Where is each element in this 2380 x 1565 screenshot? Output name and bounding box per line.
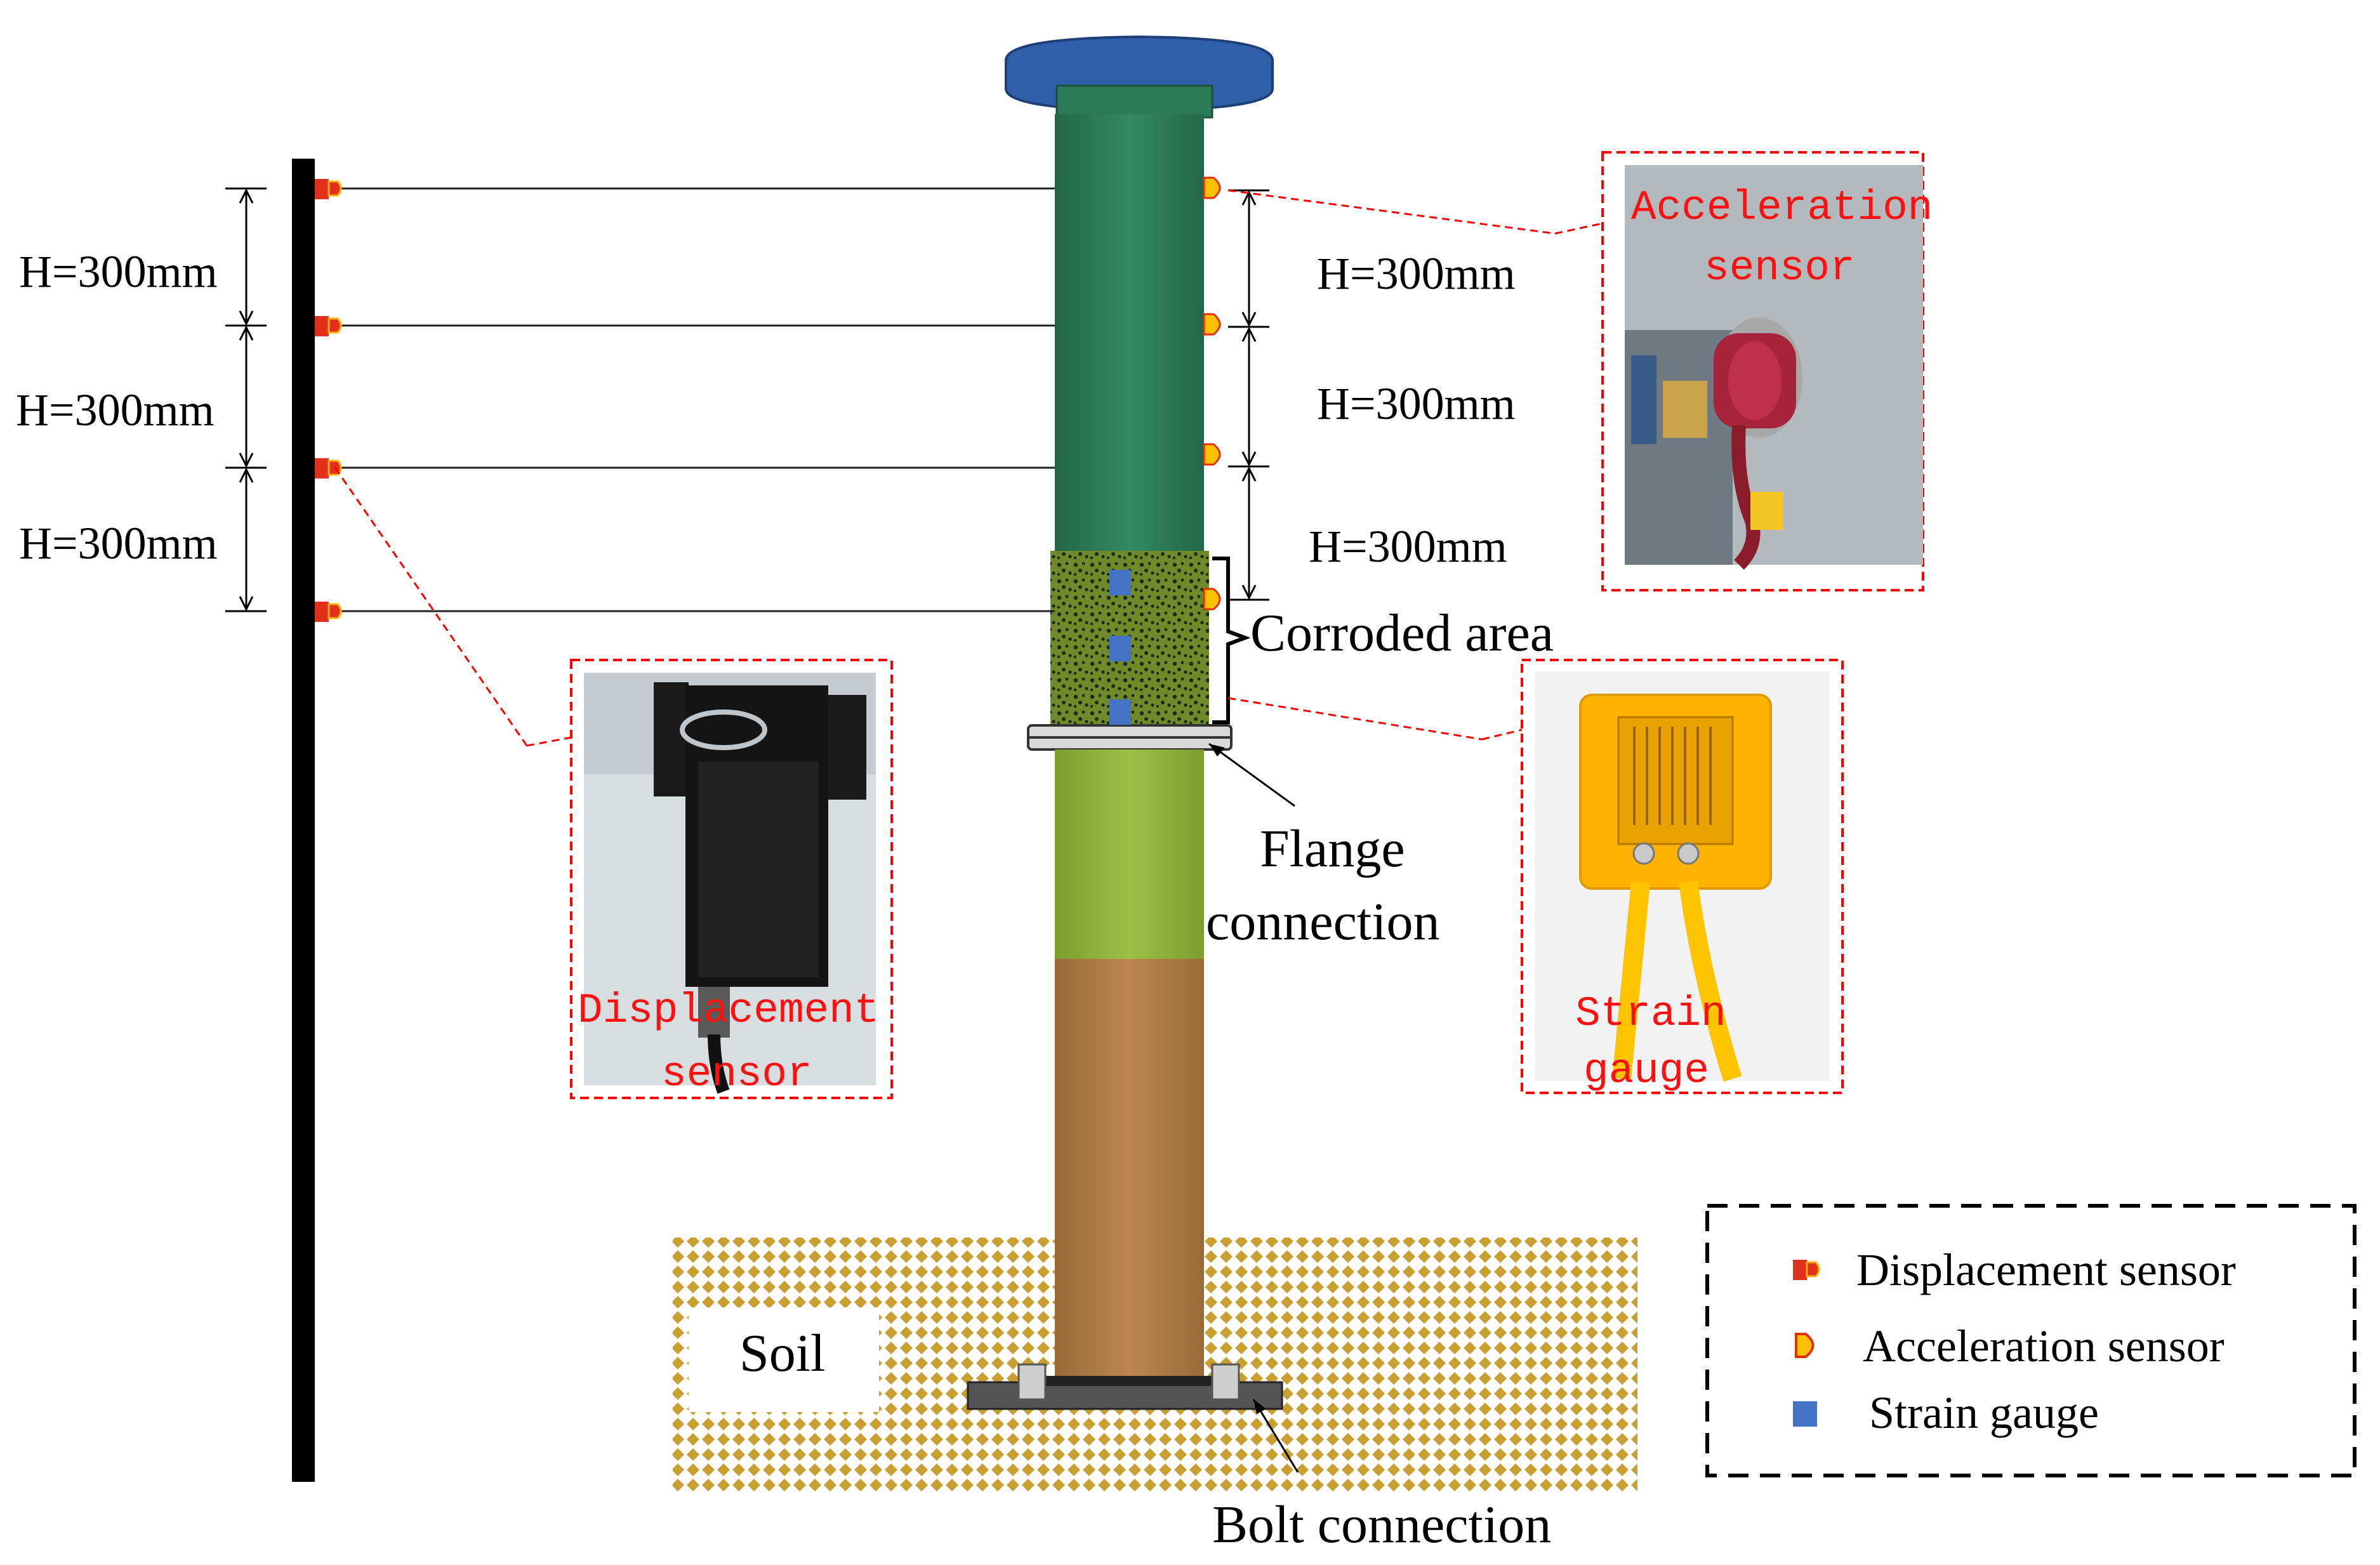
reference-frame-bar bbox=[292, 159, 315, 1482]
lower-column-section bbox=[1055, 959, 1204, 1384]
strain-gauge-icon bbox=[1793, 1401, 1817, 1427]
strain-gauge-photo bbox=[1535, 671, 1830, 1082]
displacement-sensor-icon bbox=[315, 316, 342, 336]
right-dimension-label: H=300mm bbox=[1317, 248, 1516, 299]
displacement-sensor-icon bbox=[315, 458, 342, 479]
strain-gauges bbox=[1109, 570, 1131, 725]
displacement-sensors bbox=[315, 179, 1055, 622]
legend-frame bbox=[1705, 1204, 2357, 1477]
displacement-callout-label: sensor bbox=[661, 1050, 812, 1098]
displacement-callout-frame bbox=[570, 659, 893, 1099]
displacement-sensor-photo bbox=[584, 673, 876, 1094]
right-dimensions bbox=[1228, 189, 1269, 601]
acceleration-sensor-icon bbox=[1203, 176, 1221, 199]
acceleration-sensor-photo bbox=[1625, 165, 1923, 570]
strain-gauge-icon bbox=[1109, 699, 1131, 725]
middle-column-section bbox=[1055, 749, 1204, 959]
left-dimension-label: H=300mm bbox=[19, 246, 218, 297]
acceleration-sensors bbox=[1203, 176, 1221, 611]
strain-callout-label: gauge bbox=[1583, 1047, 1709, 1095]
legend-label: Strain gauge bbox=[1869, 1387, 2099, 1438]
strain-callout-leader bbox=[1227, 697, 1483, 741]
acceleration-callout-label: sensor bbox=[1704, 244, 1855, 292]
acceleration-callout-label: Acceleration bbox=[1631, 184, 1933, 232]
left-dimension-label: H=300mm bbox=[19, 518, 218, 569]
corroded-area-label: Corroded area bbox=[1250, 604, 1554, 663]
bolt-label: Bolt connection bbox=[1212, 1495, 1551, 1554]
soil-label: Soil bbox=[739, 1324, 825, 1383]
displacement-sensor-icon bbox=[1793, 1260, 1820, 1280]
corroded-area-brace bbox=[1212, 557, 1251, 724]
base-plate-top bbox=[1028, 1376, 1231, 1386]
left-dimension-label: H=300mm bbox=[16, 385, 215, 435]
strain-callout-label: Strain bbox=[1575, 990, 1726, 1038]
left-dimensions bbox=[225, 187, 267, 612]
strain-gauge-icon bbox=[1109, 636, 1131, 661]
flange-leader bbox=[1208, 743, 1295, 807]
legend-label: Displacement sensor bbox=[1856, 1245, 2236, 1295]
bolt-right bbox=[1211, 1363, 1240, 1401]
displacement-callout-label: Displacement bbox=[578, 987, 879, 1034]
right-dimension-label: H=300mm bbox=[1309, 521, 1507, 572]
displacement-sensor-icon bbox=[315, 602, 342, 622]
top-collar bbox=[1055, 84, 1213, 119]
acceleration-sensor-icon bbox=[1203, 588, 1221, 611]
right-dimension-label: H=300mm bbox=[1317, 378, 1516, 429]
strain-callout-frame bbox=[1521, 659, 1844, 1094]
flange-label: connection bbox=[1206, 892, 1440, 951]
displacement-callout-leader bbox=[334, 467, 528, 746]
strain-gauge-icon bbox=[1109, 570, 1131, 595]
acceleration-sensor-icon bbox=[1203, 313, 1221, 336]
legend-label: Acceleration sensor bbox=[1863, 1321, 2225, 1371]
acceleration-sensor-icon bbox=[1203, 443, 1221, 466]
acceleration-callout-leader bbox=[1227, 189, 1556, 235]
displacement-sensor-icon bbox=[315, 179, 342, 199]
soil-label-box bbox=[689, 1307, 879, 1412]
legend: Displacement sensor Acceleration sensor … bbox=[1705, 1204, 2357, 1477]
bolt-left bbox=[1017, 1363, 1047, 1401]
acceleration-sensor-icon bbox=[1795, 1333, 1815, 1358]
upper-column-section bbox=[1055, 114, 1204, 552]
flange-label: Flange bbox=[1260, 819, 1405, 878]
